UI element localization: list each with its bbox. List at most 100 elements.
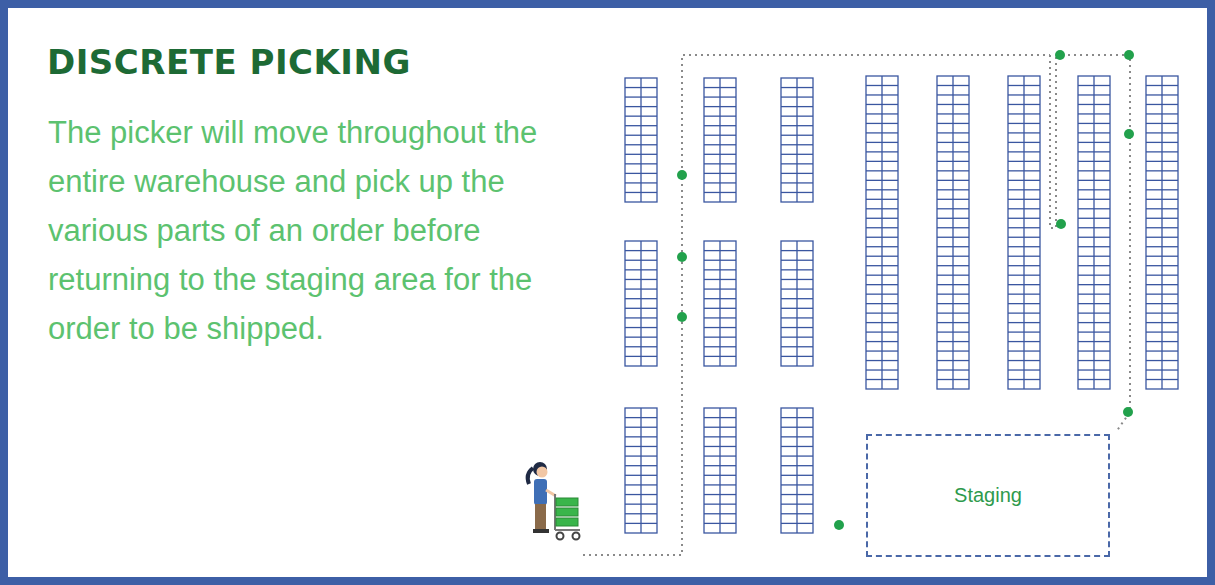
- rack-shelf: [1146, 189, 1178, 190]
- rack-shelf: [937, 341, 969, 342]
- rack-shelf: [704, 269, 736, 270]
- rack-shelf: [937, 199, 969, 200]
- rack-shelf: [781, 513, 813, 514]
- rack-shelf: [704, 173, 736, 174]
- rack-shelf: [704, 484, 736, 485]
- rack-shelf: [866, 142, 898, 143]
- rack-shelf: [937, 142, 969, 143]
- rack-shelf: [781, 116, 813, 117]
- rack-shelf: [937, 275, 969, 276]
- rack-shelf: [781, 250, 813, 251]
- rack-shelf: [1008, 350, 1040, 351]
- rack-shelf: [781, 465, 813, 466]
- rack-shelf: [781, 475, 813, 476]
- rack-shelf: [1008, 151, 1040, 152]
- rack-shelf: [1078, 113, 1110, 114]
- picker-route: [583, 55, 1130, 555]
- rack-shelf: [1146, 360, 1178, 361]
- rack-shelf: [937, 94, 969, 95]
- rack-shelf: [1146, 350, 1178, 351]
- rack-shelf: [937, 170, 969, 171]
- rack-shelf: [937, 379, 969, 380]
- rack-shelf: [866, 85, 898, 86]
- pick-dot: [1123, 407, 1133, 417]
- rack-shelf: [866, 199, 898, 200]
- rack-shelf: [704, 279, 736, 280]
- rack-shelf: [866, 246, 898, 247]
- rack-shelf: [1008, 123, 1040, 124]
- rack-shelf: [1146, 161, 1178, 162]
- rack-shelf: [781, 308, 813, 309]
- rack-shelf: [625, 427, 657, 428]
- rack-shelf: [937, 85, 969, 86]
- rack-shelf: [625, 455, 657, 456]
- rack-shelf: [866, 113, 898, 114]
- rack-shelf: [937, 246, 969, 247]
- rack-shelf: [704, 192, 736, 193]
- rack-shelf: [1008, 237, 1040, 238]
- rack-shelf: [1146, 303, 1178, 304]
- rack-shelf: [704, 475, 736, 476]
- rack-shelf: [625, 337, 657, 338]
- pick-dot: [677, 252, 687, 262]
- pick-dot: [1056, 219, 1066, 229]
- rack-outline: [1078, 76, 1110, 389]
- rack-shelf: [1146, 331, 1178, 332]
- rack-shelf: [937, 189, 969, 190]
- rack-shelf: [781, 436, 813, 437]
- rack-shelf: [937, 151, 969, 152]
- rack-shelf: [781, 455, 813, 456]
- rack-shelf: [1008, 369, 1040, 370]
- rack-shelf: [781, 337, 813, 338]
- rack-shelf: [1078, 170, 1110, 171]
- rack-shelf: [625, 192, 657, 193]
- rack-shelf: [937, 369, 969, 370]
- rack-shelf: [1146, 142, 1178, 143]
- rack-shelf: [1078, 265, 1110, 266]
- rack-shelf: [1078, 312, 1110, 313]
- rack-shelf: [1078, 294, 1110, 295]
- rack-shelf: [781, 417, 813, 418]
- rack-shelf: [781, 125, 813, 126]
- rack-shelf: [1078, 104, 1110, 105]
- rack-shelf: [1008, 322, 1040, 323]
- rack-shelf: [1008, 294, 1040, 295]
- rack-shelf: [866, 180, 898, 181]
- route-line: [583, 55, 1050, 555]
- rack-shelf: [1146, 237, 1178, 238]
- rack-shelf: [704, 154, 736, 155]
- rack-shelf: [704, 446, 736, 447]
- shelf-rack: [625, 78, 657, 202]
- rack-shelf: [1146, 275, 1178, 276]
- rack-shelf: [704, 260, 736, 261]
- rack-shelf: [625, 250, 657, 251]
- rack-shelf: [937, 132, 969, 133]
- rack-shelf: [1078, 85, 1110, 86]
- rack-shelf: [866, 123, 898, 124]
- rack-shelf: [781, 288, 813, 289]
- rack-shelf: [625, 87, 657, 88]
- trousers: [535, 504, 546, 530]
- rack-shelf: [704, 327, 736, 328]
- rack-shelf: [704, 427, 736, 428]
- rack-shelf: [1008, 227, 1040, 228]
- rack-shelf: [1078, 199, 1110, 200]
- rack-shelf: [1078, 161, 1110, 162]
- description-text: The picker will move throughout the enti…: [48, 108, 558, 353]
- rack-shelf: [937, 208, 969, 209]
- cart-box: [556, 498, 578, 506]
- rack-shelf: [704, 317, 736, 318]
- rack-shelf: [1146, 284, 1178, 285]
- cart-wheel: [557, 533, 564, 540]
- rack-shelf: [1078, 218, 1110, 219]
- route-line: [1050, 55, 1056, 228]
- rack-shelf: [1008, 265, 1040, 266]
- rack-shelf: [1146, 379, 1178, 380]
- rack-shelf: [866, 331, 898, 332]
- rack-shelf: [625, 356, 657, 357]
- rack-shelf: [866, 94, 898, 95]
- rack-shelf: [866, 284, 898, 285]
- rack-shelf: [781, 154, 813, 155]
- cart-box: [556, 518, 578, 526]
- rack-shelf: [704, 436, 736, 437]
